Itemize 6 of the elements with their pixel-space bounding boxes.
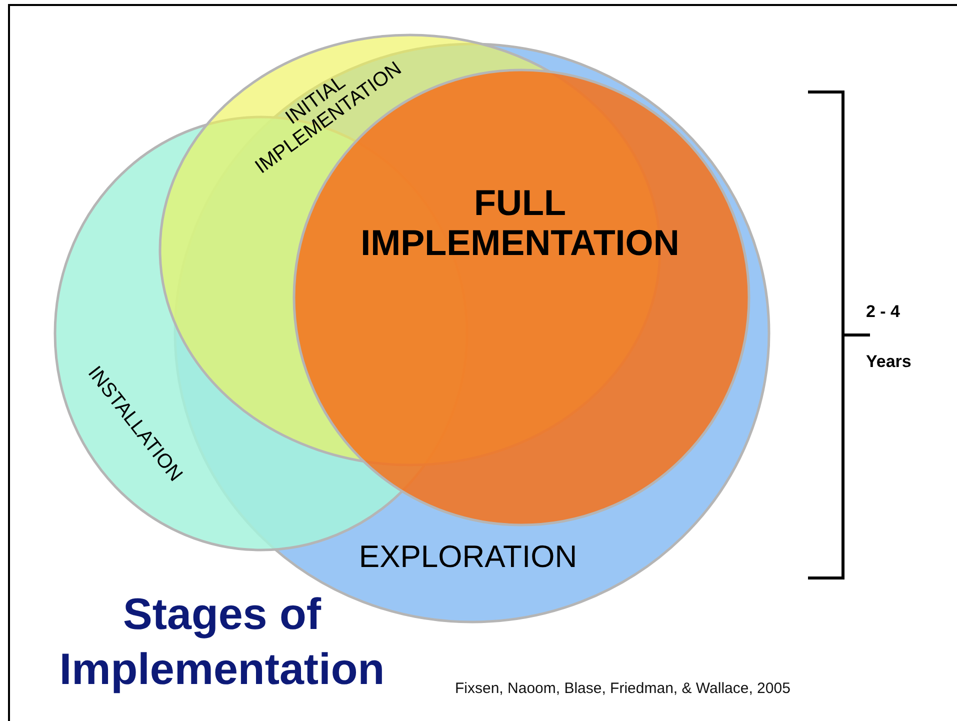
citation: Fixsen, Naoom, Blase, Friedman, & Wallace, 2005 — [455, 680, 790, 697]
duration-label: 2 - 4 — [866, 302, 900, 322]
stage-label: EXPLORATION — [358, 540, 578, 574]
duration-label: Years — [866, 352, 912, 372]
title: Stages of Implementation — [58, 589, 386, 696]
stage-label: FULL IMPLEMENTATION — [360, 183, 680, 262]
